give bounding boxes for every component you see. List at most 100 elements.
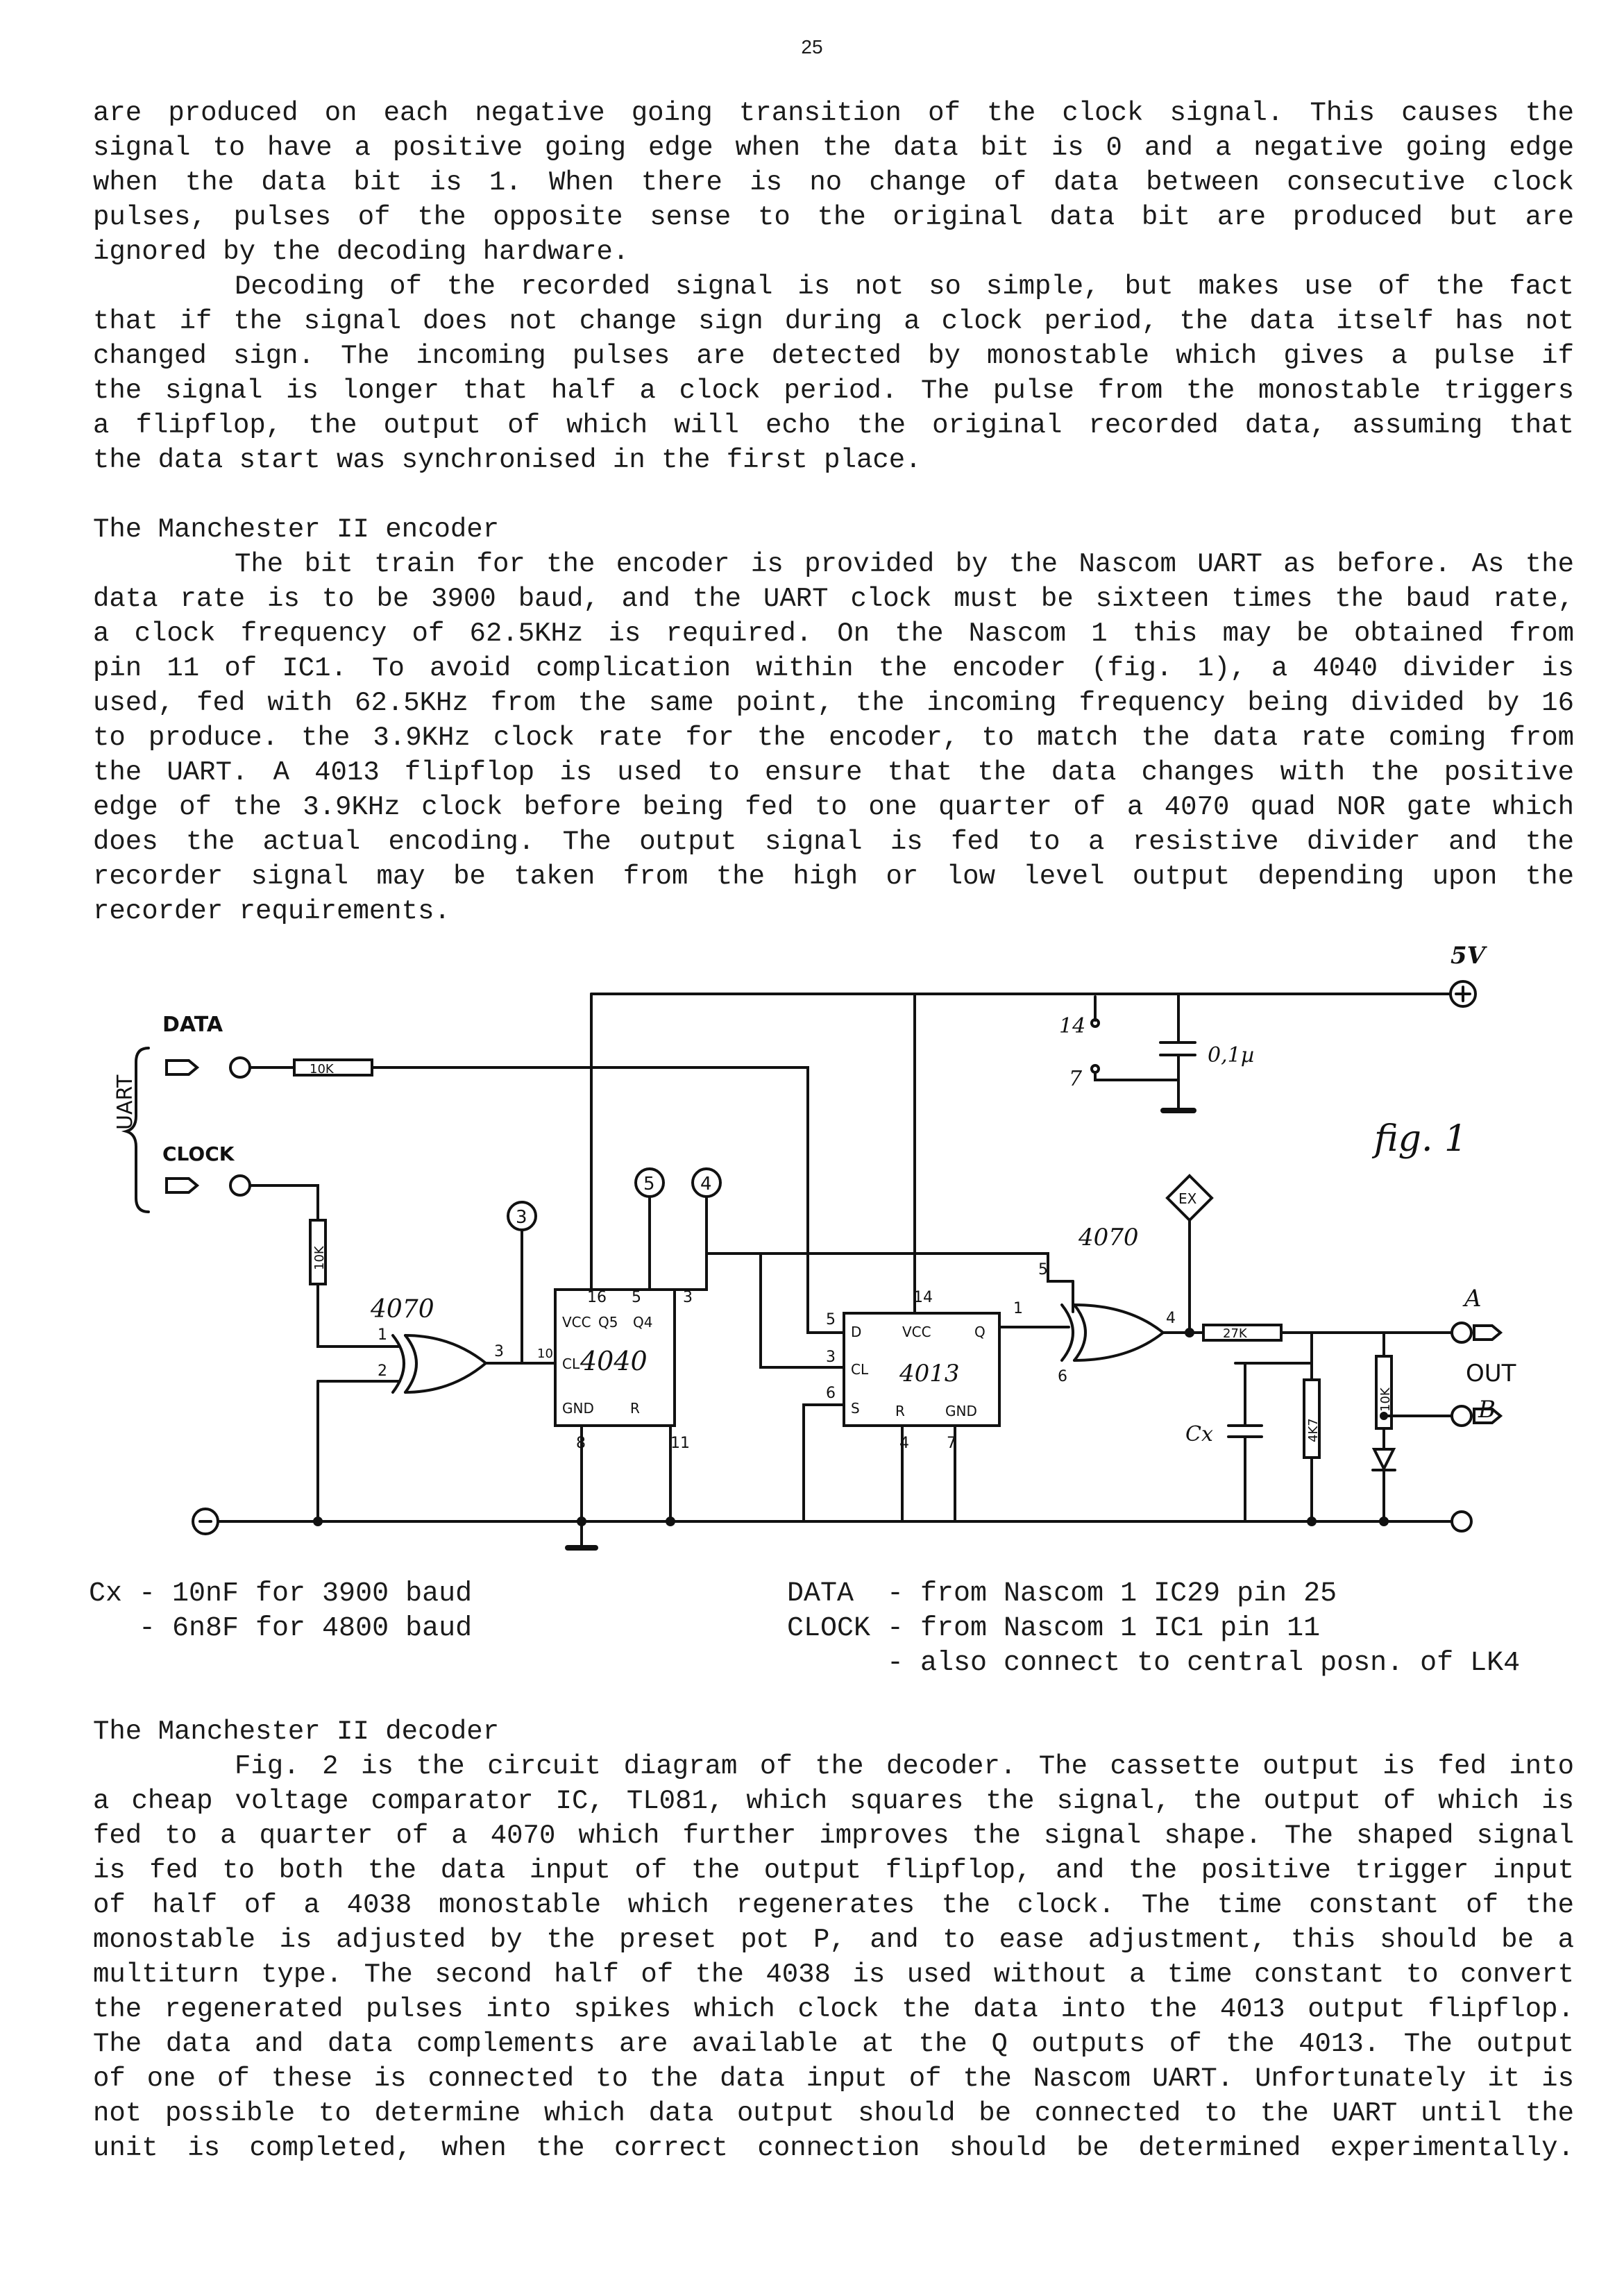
data-connector-icon — [165, 1059, 200, 1076]
gate-label: 4070 — [1078, 1224, 1139, 1251]
gate-label: 4070 — [370, 1295, 434, 1324]
text-line: The data and data complements are availa… — [93, 2029, 1574, 2059]
text-line: are produced on each negative going tran… — [93, 98, 1574, 128]
figure-1-schematic: 5V 14 7 0,1µ fig. 1 UART DATA CLOCK — [0, 930, 1624, 1591]
text-line: the UART. A 4013 flipflop is used to ens… — [93, 757, 1574, 788]
text-line: a clock frequency of 62.5KHz is required… — [93, 618, 1574, 649]
node-label: 5 — [643, 1174, 655, 1195]
figure-caption: fig. 1 — [1371, 1118, 1467, 1160]
resistor-label: 4K7 — [1306, 1418, 1321, 1442]
text-line: when the data bit is 1. When there is no… — [93, 167, 1574, 198]
wire — [759, 1252, 845, 1369]
pin-name: GND — [945, 1403, 977, 1419]
note-line: Cx - 10nF for 3900 baud — [89, 1578, 473, 1610]
text-line: a flipflop, the output of which will ech… — [93, 410, 1574, 441]
text-line: is fed to both the data input of the out… — [93, 1855, 1574, 1886]
pin-name: S — [851, 1400, 860, 1417]
text-line: of one of these is connected to the data… — [93, 2063, 1574, 2094]
text-line: signal to have a positive going edge whe… — [93, 133, 1574, 163]
text-line: data rate is to be 3900 baud, and the UA… — [93, 584, 1574, 614]
ic-label: 4013 — [899, 1360, 960, 1387]
pin-label: 5 — [632, 1289, 641, 1306]
ic-4013 — [843, 1312, 1001, 1427]
pin-label: 11 — [670, 1435, 690, 1452]
text-line: unit is completed, when the correct conn… — [93, 2133, 1574, 2163]
pin-name: Q — [974, 1324, 986, 1340]
resistor-label: 10K — [1378, 1387, 1393, 1412]
pin-label: 14 — [913, 1289, 933, 1306]
text-line: pin 11 of IC1. To avoid complication wit… — [93, 653, 1574, 684]
diode-symbol — [1371, 1448, 1396, 1472]
pin-label: 3 — [494, 1343, 504, 1360]
junction-dot — [313, 1517, 323, 1526]
data-terminal — [229, 1056, 251, 1079]
output-a-label: A — [1462, 1285, 1482, 1312]
node-label: 3 — [516, 1207, 527, 1228]
pin-name: R — [895, 1403, 905, 1419]
xor-gate-right-body — [1073, 1303, 1166, 1362]
text-line: Fig. 2 is the circuit diagram of the dec… — [235, 1751, 1574, 1782]
cx-notes: Cx - 10nF for 3900 baud - 6n8F for 4800 … — [89, 1577, 472, 1646]
text-line: pulses, pulses of the opposite sense to … — [93, 202, 1574, 233]
pin-label: 16 — [587, 1289, 607, 1306]
text-line: edge of the 3.9KHz clock before being fe… — [93, 792, 1574, 822]
ic-label: 4040 — [580, 1346, 648, 1376]
text-line: The bit train for the encoder is provide… — [235, 549, 1574, 580]
clock-label: CLOCK — [162, 1142, 235, 1165]
capacitor-label: 0,1µ — [1208, 1043, 1254, 1067]
pin-name: VCC — [562, 1314, 591, 1331]
resistor-label: 10K — [310, 1062, 335, 1077]
pin-label: 4 — [1166, 1310, 1176, 1327]
xor-input-arc — [391, 1334, 405, 1394]
text-line: to produce. the 3.9KHz clock rate for th… — [93, 723, 1574, 753]
pin-label: 2 — [378, 1362, 387, 1380]
output-a-terminal — [1450, 1322, 1473, 1344]
pin-label: 1 — [378, 1326, 387, 1344]
xor-input-arc — [1060, 1303, 1074, 1362]
output-a-icon — [1473, 1324, 1503, 1341]
text-line: of half of a 4038 monostable which regen… — [93, 1890, 1574, 1921]
uart-label: UART — [113, 1074, 137, 1130]
decoder-section: The Manchester II decoder Fig. 2 is the … — [93, 1714, 1574, 2166]
note-line: - 6n8F for 4800 baud — [89, 1613, 473, 1644]
text-line: changed sign. The incoming pulses are de… — [93, 341, 1574, 371]
pin-label: 3 — [826, 1349, 836, 1366]
text-line: a cheap voltage comparator IC, TL081, wh… — [93, 1786, 1574, 1816]
pin-dot — [1090, 1018, 1100, 1028]
xor-gate-left — [404, 1334, 418, 1394]
text-line: the data start was synchronised in the f… — [93, 445, 922, 475]
resistor-label: 10K — [312, 1245, 327, 1270]
resistor-label: 27K — [1223, 1326, 1248, 1341]
junction-dot — [1379, 1517, 1389, 1526]
pin-label: 5 — [826, 1311, 836, 1328]
pin-name: Q4 — [633, 1314, 652, 1331]
note-line: - also connect to central posn. of LK4 — [787, 1648, 1521, 1679]
text-line: not possible to determine which data out… — [93, 2098, 1574, 2129]
xor-gate-right — [1073, 1303, 1087, 1362]
supply-terminal — [1449, 980, 1477, 1008]
wire — [673, 1252, 708, 1291]
clock-terminal — [229, 1174, 251, 1197]
pin-label: 14 — [1059, 1014, 1085, 1038]
wire — [802, 1403, 845, 1523]
text-line: recorder signal may be taken from the hi… — [93, 861, 1574, 892]
pin-name: Q5 — [598, 1314, 618, 1331]
pin-name: D — [851, 1324, 861, 1340]
text-line: the regenerated pulses into spikes which… — [93, 1994, 1574, 2025]
text-line: monostable is adjusted by the preset pot… — [93, 1925, 1574, 1955]
text-line: used, fed with 62.5KHz from the same poi… — [93, 688, 1574, 718]
pin-name: CL — [562, 1356, 580, 1372]
text-line: multiturn type. The second half of the 4… — [93, 1959, 1574, 1990]
pin-label: 10 — [537, 1347, 553, 1361]
pin-dot — [1090, 1064, 1100, 1074]
pin-name: VCC — [902, 1324, 931, 1340]
output-label: OUT — [1466, 1360, 1516, 1387]
pin-label: 3 — [683, 1289, 693, 1306]
text-line: Decoding of the recorded signal is not s… — [235, 271, 1574, 302]
output-b-icon — [1473, 1408, 1503, 1424]
ground-output-terminal — [1450, 1510, 1473, 1533]
wire — [248, 1184, 319, 1222]
text-line: ignored by the decoding hardware. — [93, 237, 629, 267]
pin-label: 6 — [826, 1385, 836, 1402]
